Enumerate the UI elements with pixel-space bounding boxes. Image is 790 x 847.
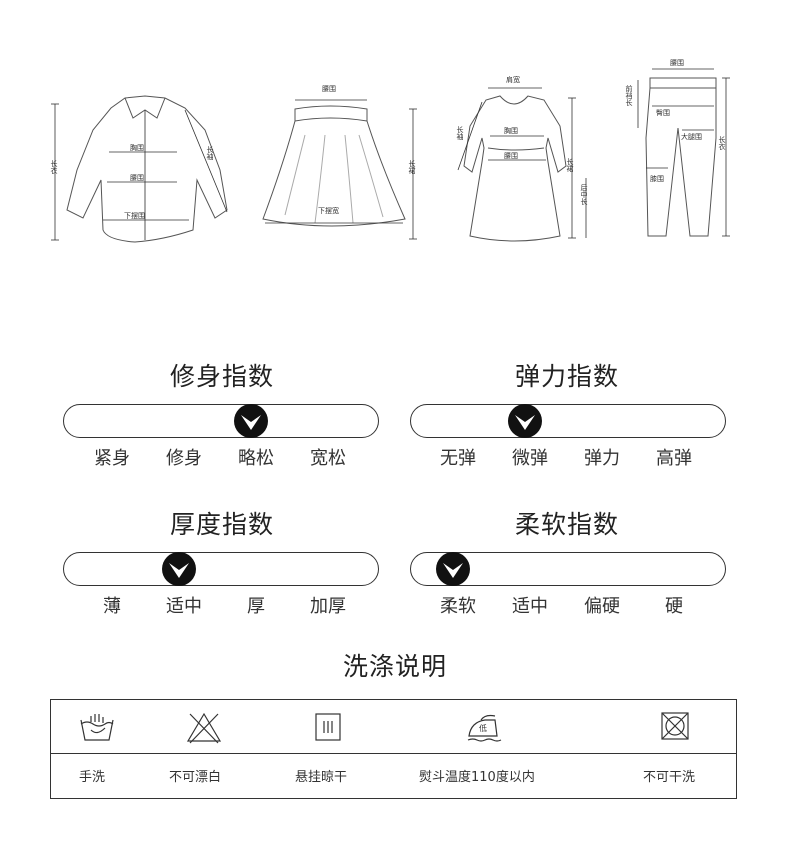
pants-rise-label: 前裆长 [625, 85, 633, 106]
fit-option: 修身 [166, 448, 202, 469]
softness-index-marker [435, 551, 471, 587]
care-label: 手洗 [79, 770, 106, 785]
dress-shoulder-label: 肩宽 [506, 76, 520, 84]
softness-option: 偏硬 [584, 596, 620, 617]
skirt-diagram [262, 99, 417, 240]
thickness-option: 厚 [247, 596, 265, 617]
softness-index-track [410, 552, 726, 586]
dress-sleeve-label: 长袖 [456, 126, 464, 140]
softness-index-title: 柔软指数 [514, 510, 619, 539]
pants-waist-label: 腰围 [670, 59, 684, 67]
iron-temp-text: 低 [479, 724, 487, 733]
skirt-waist-label: 腰围 [322, 85, 336, 93]
elasticity-index-title: 弹力指数 [514, 362, 619, 391]
thickness-index-track [63, 552, 379, 586]
softness-option: 适中 [512, 596, 548, 617]
shirt-chest-label: 胸围 [130, 144, 144, 152]
care-label: 不可漂白 [169, 770, 222, 785]
pants-diagram [637, 68, 730, 237]
pants-knee-label: 膝围 [650, 175, 664, 183]
hand-wash-icon [80, 714, 114, 741]
skirt-hem-label: 下摆宽 [318, 207, 339, 215]
elasticity-index-track [410, 404, 726, 438]
thickness-option: 薄 [103, 596, 121, 617]
fit-index-title: 修身指数 [169, 362, 274, 391]
shirt-hem-label: 下摆围 [124, 212, 145, 220]
elasticity-option: 微弹 [512, 448, 548, 469]
thickness-option: 加厚 [310, 596, 346, 617]
dress-back-length-label: 后中长 [580, 184, 588, 205]
skirt-length-label: 长裙 [408, 160, 416, 174]
fit-option: 略松 [238, 448, 274, 469]
fit-index-track [63, 404, 379, 438]
fit-index-marker [233, 403, 269, 439]
thickness-index-title: 厚度指数 [169, 510, 274, 539]
dress-length-label: 长裙 [566, 158, 574, 172]
care-label: 不可干洗 [643, 770, 696, 785]
elasticity-option: 弹力 [584, 448, 620, 469]
shirt-waist-label: 腰围 [130, 174, 144, 182]
fit-option: 宽松 [310, 448, 346, 469]
hang-dry-icon [315, 713, 341, 741]
no-bleach-icon [186, 712, 222, 744]
care-divider [51, 753, 736, 754]
softness-option: 硬 [665, 596, 683, 617]
no-dry-clean-icon [661, 712, 689, 740]
shirt-length-label: 长衣 [50, 160, 58, 174]
dress-chest-label: 胸围 [504, 127, 518, 135]
thickness-option: 适中 [166, 596, 202, 617]
elasticity-option: 无弹 [440, 448, 476, 469]
shirt-sleeve-label: 长袖 [206, 146, 214, 160]
fit-option: 紧身 [94, 448, 130, 469]
dress-diagram [457, 87, 587, 242]
care-label: 悬挂晾干 [295, 770, 348, 785]
thickness-index-marker [161, 551, 197, 587]
softness-option: 柔软 [440, 596, 476, 617]
shirt-diagram [51, 95, 228, 243]
care-title: 洗涤说明 [342, 652, 447, 681]
pants-thigh-label: 大腿围 [681, 133, 702, 141]
care-table: 低 手洗 不可漂白 悬挂晾干 熨斗温度110度以内 不可干洗 [50, 699, 737, 799]
care-label: 熨斗温度110度以内 [419, 770, 535, 785]
elasticity-option: 高弹 [656, 448, 692, 469]
pants-hip-label: 臀围 [656, 109, 670, 117]
elasticity-index-marker [507, 403, 543, 439]
pants-length-label: 长衣 [718, 136, 726, 150]
iron-low-icon: 低 [465, 710, 505, 744]
dress-waist-label: 腰围 [504, 152, 518, 160]
